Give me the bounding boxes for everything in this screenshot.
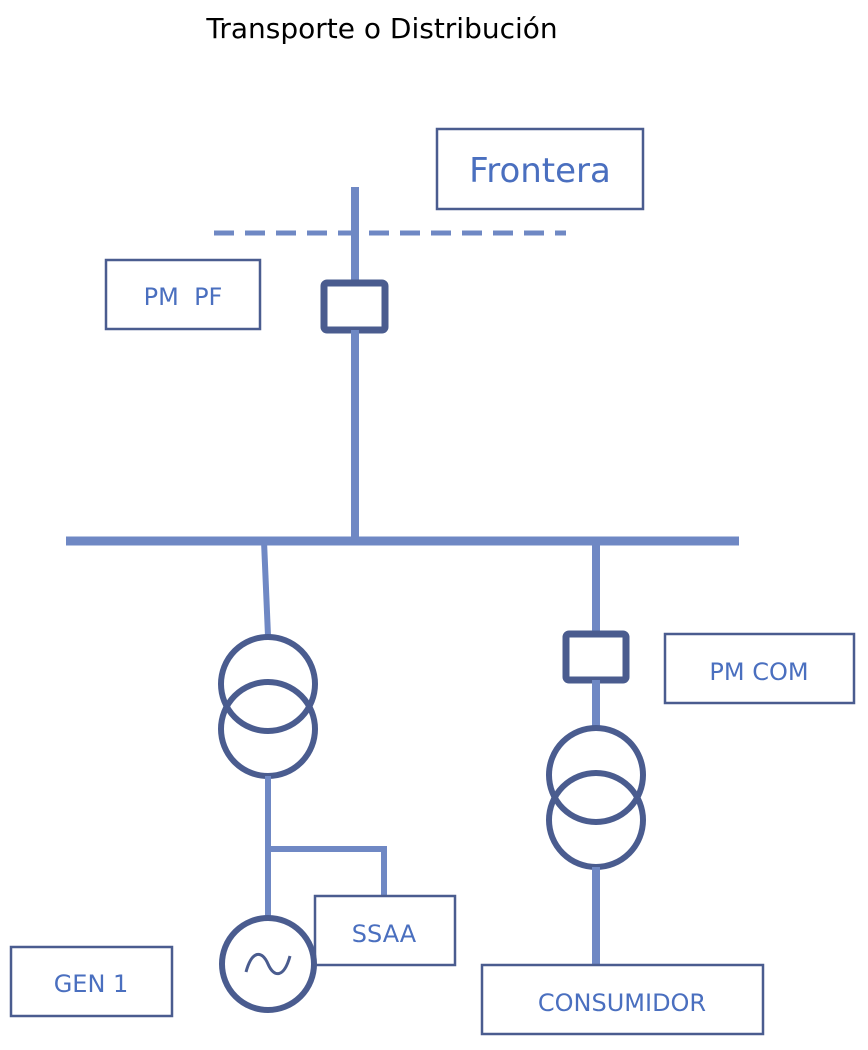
consumer-transformer-icon	[546, 725, 646, 870]
generator-branch-line	[261, 540, 271, 637]
ssaa-tap-line	[268, 846, 387, 896]
pm-pf-text: PM PF	[144, 283, 223, 311]
frontera-label: Frontera	[435, 127, 645, 211]
ssaa-text: SSAA	[352, 920, 417, 948]
gen1-label: GEN 1	[9, 945, 174, 1018]
breaker-icon	[320, 279, 389, 334]
consumidor-label: CONSUMIDOR	[480, 963, 765, 1036]
frontera-text: Frontera	[469, 151, 611, 191]
ac-generator-icon	[219, 915, 317, 1013]
pm-com-label: PM COM	[663, 632, 856, 705]
transformer-icon	[218, 634, 318, 779]
consumer-breaker-icon	[562, 630, 630, 684]
pm-pf-label: PM PF	[104, 258, 262, 331]
ssaa-label: SSAA	[313, 894, 457, 967]
diagram-title: Transporte o Distribución	[205, 12, 557, 45]
consumidor-text: CONSUMIDOR	[538, 989, 706, 1017]
gen1-text: GEN 1	[54, 970, 129, 998]
pm-com-text: PM COM	[709, 658, 808, 686]
